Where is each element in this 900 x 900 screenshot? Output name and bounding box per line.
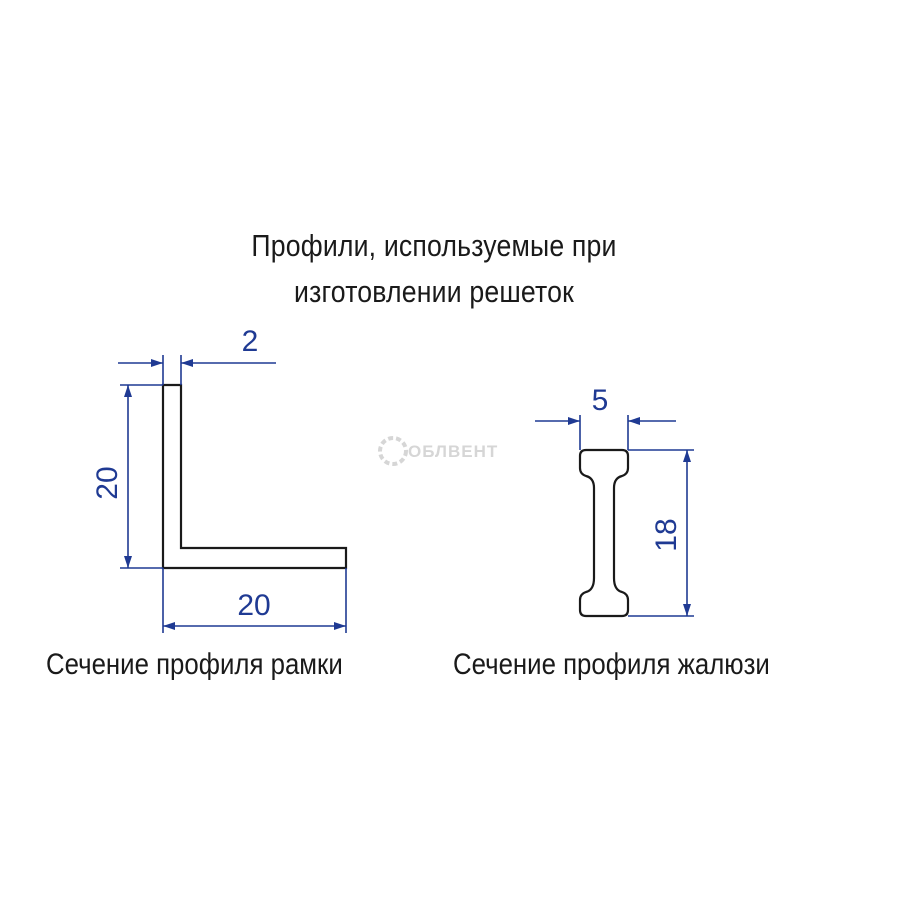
frame-height-dimension [120, 384, 163, 569]
blind-width-label: 5 [592, 384, 609, 417]
blind-profile-outline [578, 448, 630, 618]
title-line-1: Профили, используемые при [251, 228, 617, 263]
frame-angle-outline [161, 383, 348, 570]
blind-height-dimension [628, 449, 694, 617]
blind-width-dimension [535, 415, 676, 450]
frame-thickness-label: 2 [242, 325, 259, 358]
title-line-2: изготовлении решеток [294, 274, 574, 309]
frame-thickness-dimension [118, 355, 276, 385]
watermark-gear-icon [378, 436, 408, 466]
watermark-text: ОБЛВЕНТ [408, 442, 498, 461]
frame-width-dimension [162, 568, 347, 633]
frame-height-label: 20 [91, 466, 124, 499]
frame-width-label: 20 [237, 589, 270, 622]
frame-profile-caption: Сечение профиля рамки [46, 648, 343, 681]
blind-height-label: 18 [650, 518, 683, 551]
blind-profile-caption: Сечение профиля жалюзи [453, 648, 770, 681]
watermark-logo: ОБЛВЕНТ [378, 436, 498, 466]
